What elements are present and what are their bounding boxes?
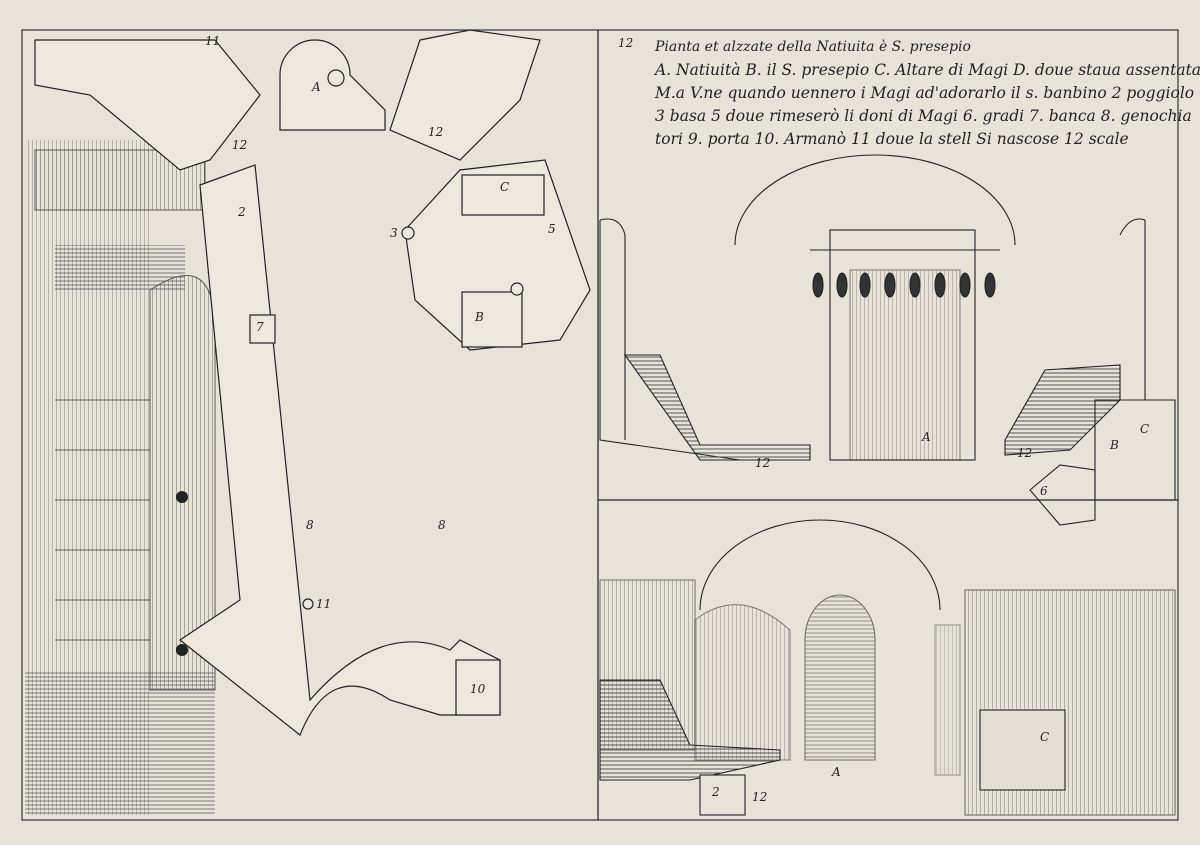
print-title: Pianta et alzzate della Natiuita è S. pr…	[655, 39, 971, 55]
elevation-label: A	[922, 430, 931, 444]
section-panel-frame	[597, 499, 1179, 821]
plan-label: 8	[306, 518, 314, 532]
plan-label: 7	[256, 320, 264, 334]
section-label: C	[1040, 730, 1050, 744]
section-view	[599, 519, 1176, 816]
plan-label: 3	[390, 226, 398, 240]
elevation-label: B	[1110, 438, 1119, 452]
plan-label: A	[312, 80, 321, 94]
legend-text: Pianta et alzzate della Natiuita è S. pr…	[655, 36, 1200, 151]
plan-label: 11	[316, 597, 332, 611]
page-number-left: 11	[205, 34, 221, 48]
legend-line: tori 9. porta 10. Armanò 11 doue la stel…	[655, 130, 1129, 148]
plan-label: 10	[470, 682, 486, 696]
elevation-label: 12	[755, 456, 771, 470]
plan-label: B	[475, 310, 484, 324]
floor-plan	[34, 29, 591, 736]
section-label: A	[832, 765, 841, 779]
elevation-view	[599, 154, 1176, 526]
legend-line: M.a V.ne quando uennero i Magi ad'adorar…	[655, 84, 1195, 102]
plan-label: 12	[232, 138, 248, 152]
elevation-label: C	[1140, 422, 1150, 436]
plan-label: 8	[438, 518, 446, 532]
plan-label: 5	[548, 222, 556, 236]
legend-line: 3 basa 5 doue rimeserò li doni di Magi 6…	[655, 107, 1192, 125]
corridor-perspective	[25, 140, 216, 815]
elevation-label: 12	[1017, 446, 1033, 460]
section-label: 12	[752, 790, 768, 804]
plan-label: C	[500, 180, 510, 194]
plan-label: 2	[238, 205, 246, 219]
plan-label: 12	[428, 125, 444, 139]
legend-line: A. Natiuità B. il S. presepio C. Altare …	[655, 61, 1200, 79]
section-label: 2	[712, 785, 720, 799]
elevation-label: 6	[1040, 484, 1048, 498]
page-number-right: 12	[618, 36, 634, 50]
